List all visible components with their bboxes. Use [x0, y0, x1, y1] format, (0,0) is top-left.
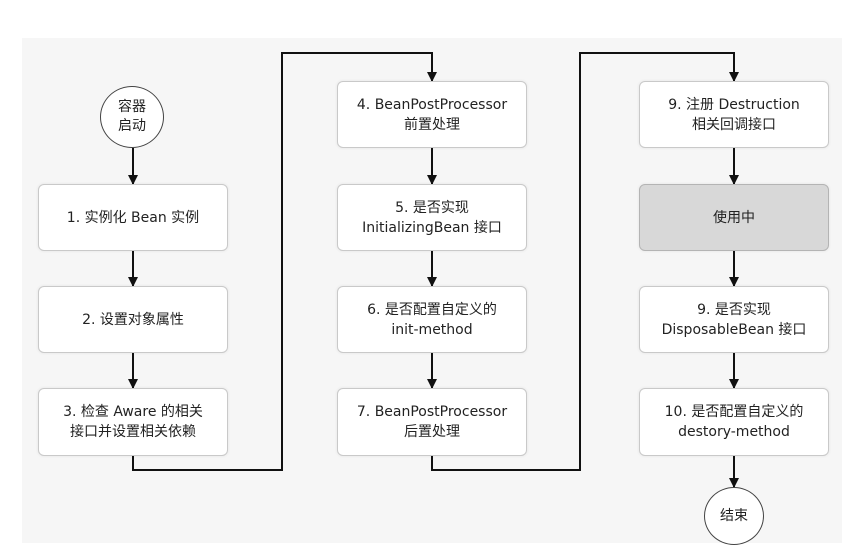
step-label: 使用中	[713, 209, 755, 226]
step-beanpostprocessor-before: 4. BeanPostProcessor 前置处理	[337, 81, 527, 148]
start-node: 容器 启动	[100, 86, 164, 148]
step-label: 前置处理	[404, 116, 460, 133]
step-label: InitializingBean 接口	[362, 219, 502, 236]
step-label: init-method	[391, 321, 473, 338]
step-destroy-method: 10. 是否配置自定义的 destory-method	[639, 388, 829, 456]
step-label: 接口并设置相关依赖	[70, 424, 196, 440]
step-label: 9. 是否实现	[697, 301, 771, 318]
step-instantiate-bean: 1. 实例化 Bean 实例	[38, 184, 228, 251]
step-beanpostprocessor-after: 7. BeanPostProcessor 后置处理	[337, 388, 527, 456]
step-label: DisposableBean 接口	[661, 321, 807, 338]
step-label: destory-method	[678, 424, 790, 440]
start-node-line2: 启动	[118, 118, 146, 134]
step-label: 6. 是否配置自定义的	[367, 301, 497, 318]
end-node-label: 结束	[720, 507, 748, 524]
step-label: 9. 注册 Destruction	[668, 96, 800, 113]
step-label: 1. 实例化 Bean 实例	[66, 209, 200, 226]
end-node: 结束	[704, 487, 764, 545]
step-label: 7. BeanPostProcessor	[356, 404, 508, 420]
step-label: 5. 是否实现	[395, 199, 469, 216]
step-disposablebean: 9. 是否实现 DisposableBean 接口	[639, 286, 829, 353]
step-register-destruction: 9. 注册 Destruction 相关回调接口	[639, 81, 829, 148]
start-node-line1: 容器	[118, 99, 146, 115]
step-label: 3. 检查 Aware 的相关	[63, 404, 203, 420]
step-label: 4. BeanPostProcessor	[356, 96, 508, 113]
step-label: 后置处理	[404, 424, 460, 440]
step-check-aware: 3. 检查 Aware 的相关 接口并设置相关依赖	[38, 388, 228, 456]
step-label: 2. 设置对象属性	[82, 311, 184, 328]
connector-step7-to-step9	[431, 52, 739, 471]
step-label: 相关回调接口	[692, 116, 776, 133]
step-label: 10. 是否配置自定义的	[664, 404, 804, 420]
step-set-properties: 2. 设置对象属性	[38, 286, 228, 353]
step-in-use: 使用中	[639, 184, 829, 251]
step-init-method: 6. 是否配置自定义的 init-method	[337, 286, 527, 353]
connector-step3-to-step4	[132, 52, 437, 471]
step-initializingbean: 5. 是否实现 InitializingBean 接口	[337, 184, 527, 251]
